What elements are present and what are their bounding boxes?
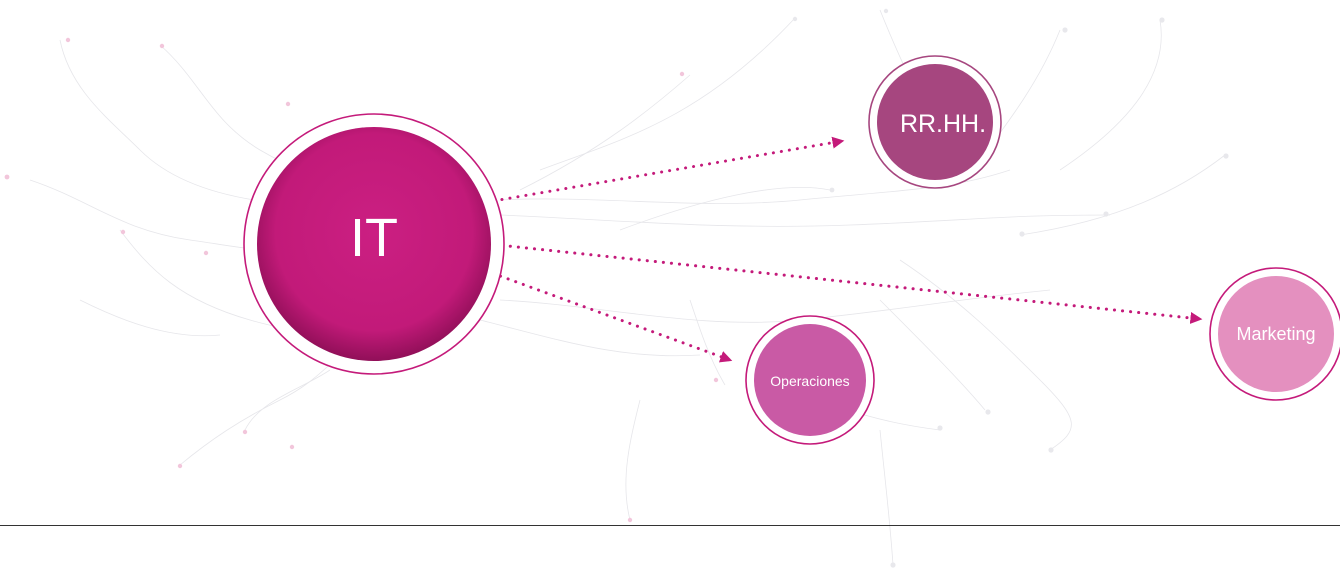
- edge-it-to-operaciones: [468, 263, 733, 363]
- node-rrhh: RR.HH.: [868, 55, 1002, 189]
- node-it-label: IT: [350, 208, 398, 268]
- edges: [468, 136, 1203, 363]
- node-operaciones: Operaciones: [745, 315, 875, 445]
- node-it: IT: [243, 113, 505, 375]
- background-dots: [4, 8, 1229, 568]
- node-operaciones-label: Operaciones: [770, 373, 849, 389]
- divider-line: [0, 525, 1340, 526]
- node-rrhh-label: RR.HH.: [900, 110, 986, 138]
- edge-it-to-rrhh: [468, 136, 845, 207]
- edge-it-to-marketing: [468, 240, 1203, 324]
- node-marketing-label: Marketing: [1236, 324, 1315, 344]
- background-network: [29, 9, 1226, 566]
- node-marketing: Marketing: [1209, 267, 1340, 401]
